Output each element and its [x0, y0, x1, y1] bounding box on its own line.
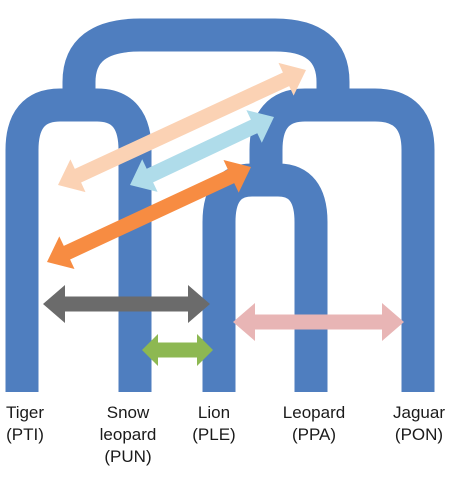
gene-flow-arrows [43, 62, 404, 341]
species-name-line2: leopard [99, 425, 157, 444]
branch-tiger-snowleopard [5, 88, 152, 392]
label-tiger: Tiger (PTI) [0, 402, 50, 446]
label-jaguar: Jaguar (PON) [384, 402, 454, 446]
species-name: Jaguar [393, 403, 445, 422]
branch-lion-leopard [202, 163, 328, 392]
species-name: Leopard [282, 403, 346, 422]
species-code: (PPA) [291, 425, 337, 444]
phylogenetic-tree [5, 18, 435, 392]
label-leopard: Leopard (PPA) [274, 402, 354, 446]
label-lion: Lion (PLE) [184, 402, 244, 446]
species-name-line1: Snow [106, 403, 150, 422]
species-code: (PUN) [104, 447, 152, 466]
branch-overlays [118, 330, 213, 392]
branch-lion-leopard-jaguar [249, 88, 435, 392]
gene-flow-arrow-pink [233, 303, 404, 341]
species-name: Lion [197, 403, 231, 422]
label-snow-leopard: Snow leopard (PUN) [88, 402, 168, 468]
gene-flow-arrow-gray [43, 285, 210, 323]
gene-flow-arrow-green [142, 334, 213, 366]
branch-root [62, 18, 350, 107]
species-name: Tiger [5, 403, 45, 422]
species-code: (PLE) [192, 425, 236, 444]
species-code: (PON) [394, 425, 444, 444]
gene-flow-arrow-light-blue [130, 110, 274, 192]
gene-flow-arrow-orange [47, 160, 251, 269]
species-code: (PTI) [6, 425, 44, 444]
gene-flow-arrow-peach [58, 62, 306, 193]
